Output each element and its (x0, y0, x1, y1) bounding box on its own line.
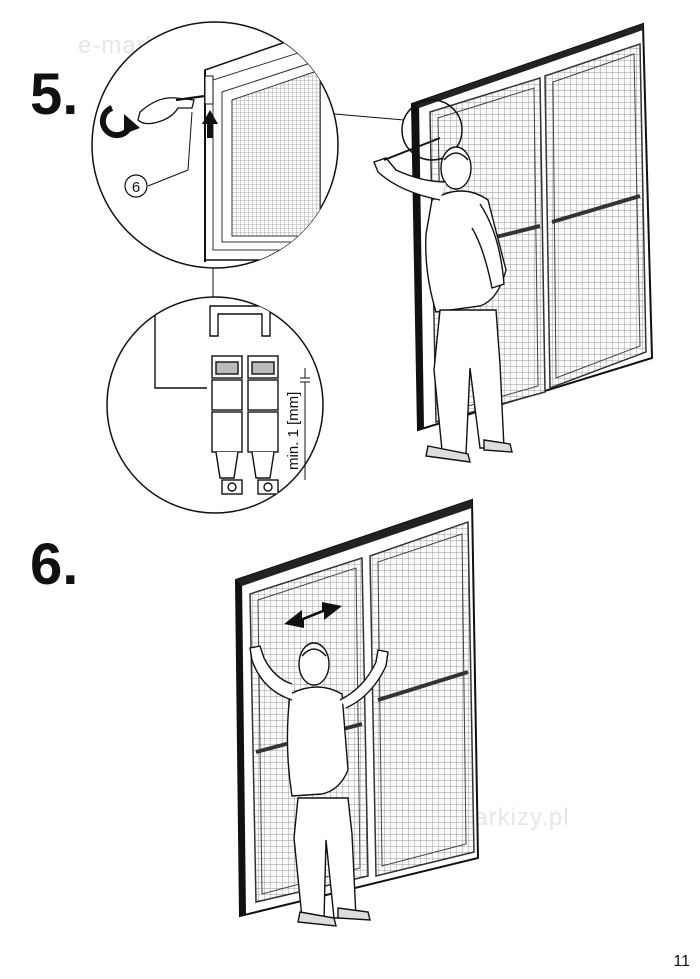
step5-profile-detail: min. 1 [mm] (106, 296, 324, 514)
step6-door-assembly (234, 498, 480, 918)
page-number: 11 (673, 953, 690, 970)
step5-detail-top: 6 (91, 21, 339, 269)
double-headed-arrow-icon (284, 602, 342, 628)
part-number-label: 6 (132, 179, 140, 196)
step6-person (249, 642, 389, 927)
step5-person (373, 137, 513, 463)
up-arrow-icon (202, 110, 218, 138)
min-gap-label: min. 1 [mm] (285, 392, 302, 470)
part-number-badge (124, 174, 148, 198)
step-number-6: 6. (30, 532, 79, 597)
step-number-5: 5. (30, 62, 79, 127)
